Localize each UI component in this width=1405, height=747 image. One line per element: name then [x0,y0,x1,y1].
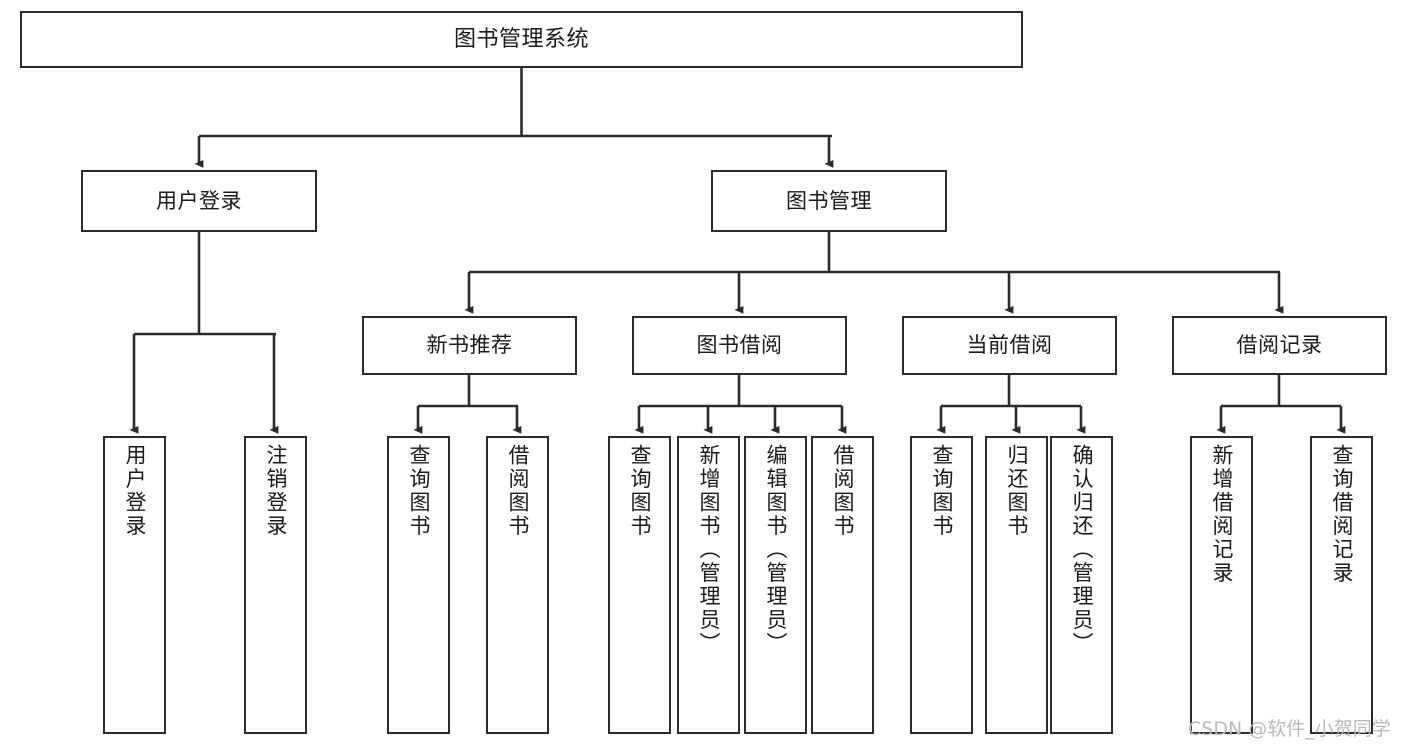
node-root[interactable]: 图书管理系统 [20,11,1023,68]
node-current-borrow[interactable]: 当前借阅 [902,316,1117,375]
node-leaf-query-book-rec-label: 查询图书 [407,444,431,538]
node-leaf-return-book[interactable]: 归还图书 [985,436,1048,734]
node-leaf-borrow-book-rec-label: 借阅图书 [506,444,530,538]
node-leaf-query-borrow-record[interactable]: 查询借阅记录 [1310,436,1373,734]
node-leaf-edit-book-admin-label: 编辑图书（管理员） [764,444,788,656]
node-leaf-return-book-label: 归还图书 [1005,444,1029,538]
node-leaf-add-book-admin[interactable]: 新增图书（管理员） [677,436,740,734]
node-leaf-query-book-borrow-label: 查询图书 [628,444,652,538]
node-new-book-recommend-label: 新书推荐 [426,333,513,358]
node-leaf-borrow-book[interactable]: 借阅图书 [811,436,874,734]
node-book-manage[interactable]: 图书管理 [711,170,947,232]
node-leaf-add-book-admin-label: 新增图书（管理员） [697,444,721,656]
node-book-manage-label: 图书管理 [786,188,872,213]
node-leaf-add-borrow-record-label: 新增借阅记录 [1210,444,1234,585]
node-borrow-record-label: 借阅记录 [1236,333,1323,358]
node-leaf-confirm-return-admin[interactable]: 确认归还（管理员） [1050,436,1113,734]
node-user-login[interactable]: 用户登录 [81,170,317,232]
node-leaf-query-borrow-record-label: 查询借阅记录 [1330,444,1354,585]
node-book-borrow-label: 图书借阅 [696,333,783,358]
node-leaf-confirm-return-admin-label: 确认归还（管理员） [1070,444,1094,656]
node-leaf-edit-book-admin[interactable]: 编辑图书（管理员） [744,436,807,734]
node-leaf-user-login-label: 用户登录 [123,444,147,538]
node-new-book-recommend[interactable]: 新书推荐 [362,316,577,375]
node-leaf-query-book-cur-label: 查询图书 [930,444,954,538]
node-borrow-record[interactable]: 借阅记录 [1172,316,1387,375]
node-book-borrow[interactable]: 图书借阅 [632,316,847,375]
node-leaf-borrow-book-label: 借阅图书 [831,444,855,538]
node-leaf-query-book-borrow[interactable]: 查询图书 [608,436,671,734]
node-leaf-user-logout[interactable]: 注销登录 [244,436,307,734]
node-root-label: 图书管理系统 [453,26,589,52]
node-leaf-query-book-rec[interactable]: 查询图书 [387,436,450,734]
node-leaf-user-logout-label: 注销登录 [264,444,288,538]
node-leaf-user-login[interactable]: 用户登录 [103,436,166,734]
node-current-borrow-label: 当前借阅 [966,333,1053,358]
node-leaf-borrow-book-rec[interactable]: 借阅图书 [486,436,549,734]
node-leaf-query-book-cur[interactable]: 查询图书 [910,436,973,734]
node-leaf-add-borrow-record[interactable]: 新增借阅记录 [1190,436,1253,734]
node-user-login-label: 用户登录 [156,188,242,213]
